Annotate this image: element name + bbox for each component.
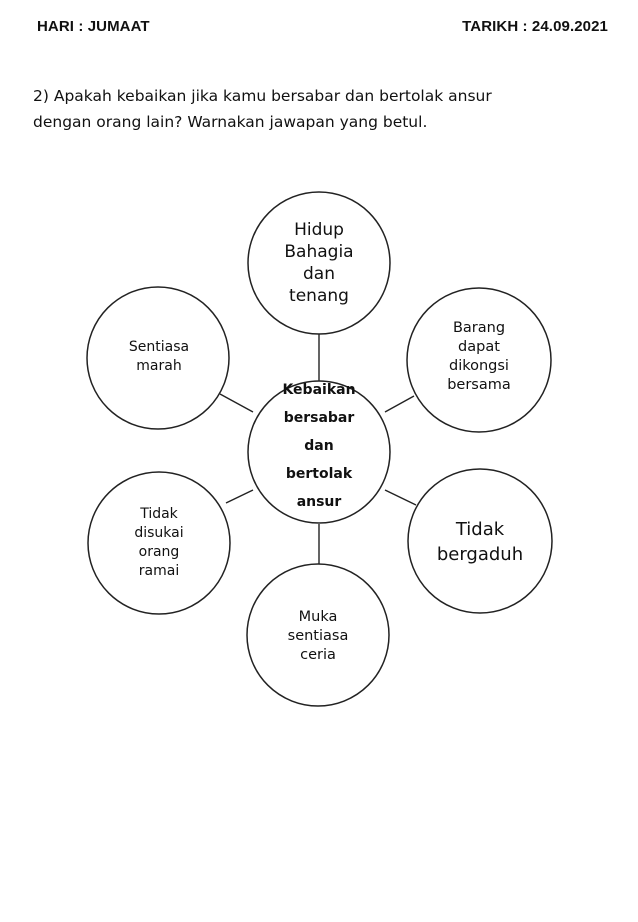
bubble-top-right-line: bersama: [447, 377, 511, 393]
bubble-bottom-right-line: bergaduh: [436, 544, 524, 565]
bubble-bottom-left-line: orang: [138, 544, 180, 560]
bubble-top-left[interactable]: Sentiasa marah: [102, 335, 216, 379]
connector-bottom-left: [225, 489, 254, 504]
bubble-bottom-circle: [246, 563, 390, 707]
question-text: 2) Apakah kebaikan jika kamu bersabar da…: [33, 83, 593, 135]
bubble-center-circle: [247, 380, 391, 524]
bubble-center-line: dan: [304, 438, 334, 454]
bubble-center-line: bertolak: [285, 466, 353, 482]
bubble-bottom-left-line: ramai: [138, 563, 180, 579]
bubble-bottom-left-line: disukai: [134, 525, 184, 541]
bubble-top-line: tenang: [289, 286, 349, 306]
bubble-bottom-right-circle: [407, 468, 553, 614]
bubble-center-line: ansur: [296, 494, 342, 510]
connector-top-left: [219, 393, 254, 413]
bubble-top-right-circle: [406, 287, 552, 433]
bubble-center-line: bersabar: [283, 410, 355, 426]
bubble-top-left-line: Sentiasa: [128, 339, 190, 355]
bubble-bottom-left[interactable]: Tidak disukai orang ramai: [102, 500, 216, 586]
bubble-top-circle: [247, 191, 391, 335]
bubble-top-left-circle: [86, 286, 230, 430]
question-line-1: 2) Apakah kebaikan jika kamu bersabar da…: [33, 87, 492, 105]
bubble-top-line: dan: [303, 264, 335, 284]
bubble-center-line: Kebaikan: [282, 382, 356, 398]
question-line-2: dengan orang lain? Warnakan jawapan yang…: [33, 113, 428, 131]
date-label: TARIKH : 24.09.2021: [462, 18, 608, 35]
bubble-top-line: Bahagia: [284, 242, 354, 262]
bubble-center: Kebaikan bersabar dan bertolak ansur: [262, 369, 376, 523]
bubble-top-left-line: marah: [136, 358, 182, 374]
bubble-top[interactable]: Hidup Bahagia dan tenang: [262, 207, 376, 319]
bubble-bottom-left-circle: [87, 471, 231, 615]
bubble-bottom[interactable]: Muka sentiasa ceria: [262, 601, 374, 671]
bubble-top-right[interactable]: Barang dapat dikongsi bersama: [421, 311, 537, 403]
bubble-bottom-line: sentiasa: [287, 627, 349, 644]
bubble-bottom-right[interactable]: Tidak bergaduh: [420, 515, 540, 569]
day-label: HARI : JUMAAT: [37, 18, 150, 35]
bubble-top-line: Hidup: [294, 220, 344, 240]
bubble-top-right-line: Barang: [452, 320, 506, 336]
bubble-top-right-line: dikongsi: [449, 358, 509, 374]
bubble-bottom-left-line: Tidak: [140, 506, 178, 522]
bubble-bottom-right-line: Tidak: [455, 519, 505, 540]
bubble-top-right-line: dapat: [458, 339, 500, 355]
bubble-bottom-line: Muka: [298, 608, 338, 625]
connector-top-right: [384, 395, 415, 413]
bubble-bottom-line: ceria: [300, 646, 336, 663]
connector-bottom-right: [384, 489, 417, 506]
